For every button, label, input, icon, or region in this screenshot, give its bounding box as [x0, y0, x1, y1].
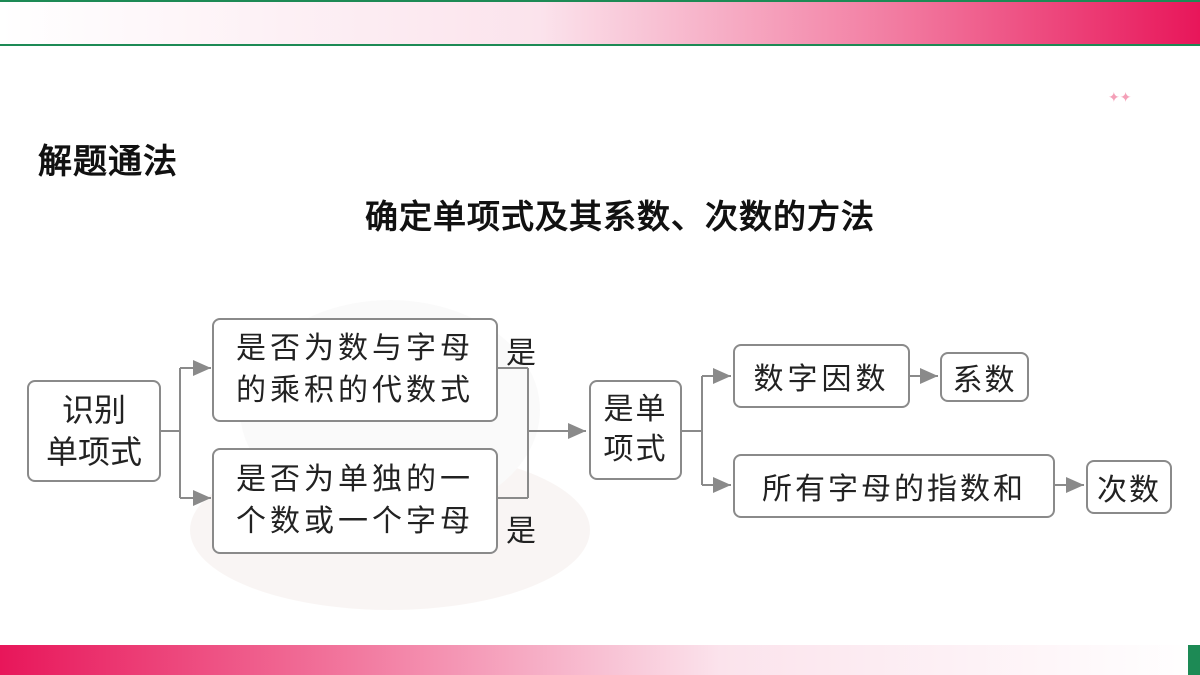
branch-2-step: 所有字母的指数和 [733, 454, 1055, 518]
mid-node: 是单 项式 [589, 380, 682, 480]
branch-2-result: 次数 [1086, 460, 1172, 514]
bottom-banner [0, 645, 1200, 675]
branch-1-step: 数字因数 [733, 344, 910, 408]
condition-2-result: 是 [506, 514, 536, 549]
condition-1-result: 是 [506, 336, 536, 371]
condition-1-line1: 是否为数与字母 [236, 331, 474, 366]
condition-2-line1: 是否为单独的一 [236, 462, 474, 497]
diagram-title: 确定单项式及其系数、次数的方法 [365, 197, 875, 236]
start-node: 识别 单项式 [27, 380, 161, 482]
branch-1-result: 系数 [940, 352, 1029, 402]
mid-node-line2: 项式 [603, 432, 668, 467]
mid-node-line1: 是单 [603, 392, 668, 427]
section-heading: 解题通法 [38, 142, 178, 182]
sparkle-icon: ✦✦ [1108, 90, 1132, 106]
banner-divider [0, 44, 1200, 46]
bottom-accent [1188, 645, 1200, 675]
top-divider [0, 0, 1200, 2]
condition-2-line2: 个数或一个字母 [236, 504, 474, 539]
condition-node-1: 是否为数与字母 的乘积的代数式 [212, 318, 498, 422]
start-node-line1: 识别 [61, 391, 126, 429]
start-node-line2: 单项式 [45, 433, 142, 471]
condition-node-2: 是否为单独的一 个数或一个字母 [212, 448, 498, 554]
svg-text:✦✦: ✦✦ [1108, 90, 1132, 106]
top-banner [0, 0, 1200, 46]
condition-1-line2: 的乘积的代数式 [236, 373, 474, 408]
